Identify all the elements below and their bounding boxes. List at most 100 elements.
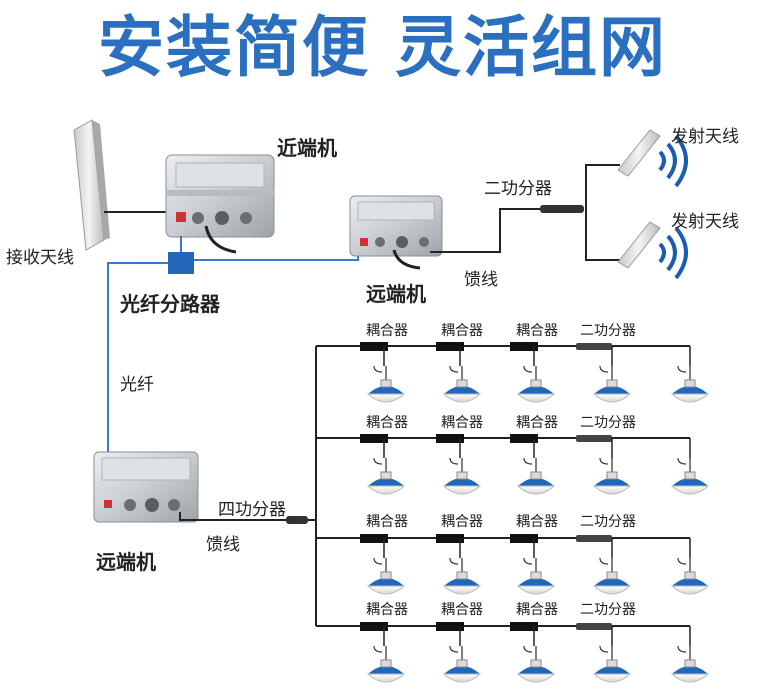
coupler-body (436, 434, 464, 443)
ceiling-antenna-plate (672, 478, 708, 486)
transmit-antenna-2-label: 发射天线 (671, 212, 739, 232)
ceiling-antenna-plate (518, 478, 554, 486)
four-way-splitter-body (286, 516, 308, 524)
ceiling-antenna-plate (444, 386, 480, 394)
fiber-splitter-label: 光纤分路器 (120, 292, 220, 316)
two-way-splitter-body (576, 623, 612, 630)
ceiling-antenna-mount (456, 471, 468, 480)
coupler-body (360, 534, 388, 543)
ceiling-antenna-plate (518, 578, 554, 586)
remote-unit-bottom-device (93, 451, 199, 523)
antenna-connector (677, 645, 687, 653)
coupler-label: 耦合器 (441, 323, 483, 339)
antenna-connector (599, 365, 609, 373)
ceiling-antenna-plate (368, 478, 404, 486)
ceiling-antenna-dome (670, 393, 710, 403)
two-way-splitter-body (576, 535, 612, 542)
ceiling-antenna-dome (366, 485, 406, 495)
ceiling-antenna-plate (444, 578, 480, 586)
ceiling-antenna-dome (592, 585, 632, 595)
antenna-connector (523, 557, 533, 565)
coupler-label: 耦合器 (516, 514, 558, 530)
ceiling-antenna-dome (670, 673, 710, 683)
coupler-label: 耦合器 (516, 602, 558, 618)
ceiling-antenna-dome (592, 393, 632, 403)
receive-antenna-panel (73, 119, 110, 251)
coupler-body (510, 434, 538, 443)
antenna-connector (373, 365, 383, 373)
ceiling-antenna-dome (516, 485, 556, 495)
two-way-splitter-label: 二功分器 (580, 415, 636, 431)
ceiling-antenna-dome (442, 673, 482, 683)
coupler-body (510, 622, 538, 631)
ceiling-antenna-plate (444, 478, 480, 486)
coupler-label: 耦合器 (441, 602, 483, 618)
fiber-to-remote-top (194, 252, 359, 261)
ceiling-antenna-dome (516, 673, 556, 683)
antenna-connector (523, 645, 533, 653)
antenna-connector (373, 457, 383, 465)
coupler-body (360, 622, 388, 631)
coupler-label: 耦合器 (366, 602, 408, 618)
coupler-label: 耦合器 (441, 415, 483, 431)
coupler-body (436, 534, 464, 543)
ceiling-antenna-mount (456, 571, 468, 580)
antenna-connector (523, 457, 533, 465)
coupler-label: 耦合器 (366, 415, 408, 431)
feeder-top-cable (430, 208, 540, 253)
feeder-bottom-label: 馈线 (206, 535, 240, 555)
ceiling-antenna-plate (594, 666, 630, 674)
near-unit-device (165, 154, 275, 254)
ceiling-antenna-plate (672, 578, 708, 586)
ceiling-antenna-mount (456, 379, 468, 388)
ceiling-antenna-mount (684, 571, 696, 580)
two-way-splitter-label: 二功分器 (580, 514, 636, 530)
ceiling-antenna-dome (592, 673, 632, 683)
antenna-connector (677, 557, 687, 565)
coupler-body (510, 342, 538, 351)
ceiling-antenna-plate (672, 386, 708, 394)
coupler-body (360, 342, 388, 351)
ceiling-antenna-mount (380, 471, 392, 480)
ceiling-antenna-plate (672, 666, 708, 674)
coupler-label: 耦合器 (441, 514, 483, 530)
antenna-connector (449, 645, 459, 653)
ceiling-antenna-plate (594, 578, 630, 586)
ceiling-antenna-plate (594, 386, 630, 394)
near-unit-label: 近端机 (277, 136, 337, 160)
four-way-splitter-label: 四功分器 (218, 500, 286, 520)
ceiling-antenna-mount (530, 379, 542, 388)
ceiling-antenna-plate (444, 666, 480, 674)
ceiling-antenna-mount (606, 571, 618, 580)
remote-unit-top-device (349, 195, 443, 270)
feeder-bottom-cable (179, 512, 286, 521)
two-way-splitter-top-body (540, 205, 584, 213)
ceiling-antenna-mount (530, 471, 542, 480)
coupler-label: 耦合器 (366, 323, 408, 339)
ceiling-antenna-dome (592, 485, 632, 495)
ceiling-antenna-dome (366, 393, 406, 403)
ceiling-antenna-dome (516, 585, 556, 595)
ceiling-antenna-mount (380, 571, 392, 580)
remote-unit-bottom-label: 远端机 (96, 550, 156, 574)
fiber-to-remote-bottom (107, 262, 168, 506)
feeder-top-label: 馈线 (464, 270, 498, 290)
ceiling-antenna-dome (670, 485, 710, 495)
ceiling-antenna-mount (456, 659, 468, 668)
two-way-splitter-top-label: 二功分器 (484, 179, 552, 199)
coupler-label: 耦合器 (516, 415, 558, 431)
two-way-splitter-body (576, 435, 612, 442)
antenna-connector (677, 457, 687, 465)
ceiling-antenna-plate (518, 386, 554, 394)
ceiling-antenna-mount (380, 379, 392, 388)
antenna-connector (449, 557, 459, 565)
ceiling-antenna-plate (594, 478, 630, 486)
ceiling-antenna-dome (442, 485, 482, 495)
page-title: 安装简便 灵活组网 (98, 9, 667, 86)
ceiling-antenna-plate (368, 386, 404, 394)
transmit-antenna-1 (617, 129, 688, 188)
ceiling-antenna-mount (606, 379, 618, 388)
antenna-connector (599, 457, 609, 465)
antenna-connector (523, 365, 533, 373)
ceiling-antenna-mount (684, 379, 696, 388)
